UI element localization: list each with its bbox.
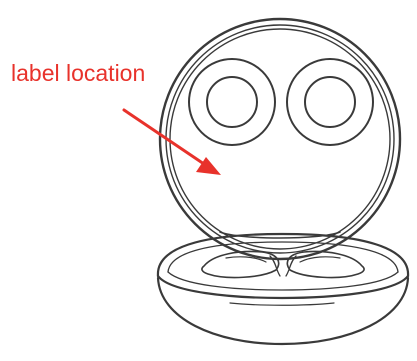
case-lid — [160, 19, 400, 259]
case-base-body — [158, 278, 408, 344]
case-base-rim — [158, 234, 408, 298]
right-earbud — [287, 252, 364, 278]
left-earbud — [202, 252, 279, 278]
right-earbud-recess — [287, 59, 373, 145]
label-location-text: label location — [11, 59, 145, 87]
left-earbud-recess — [189, 59, 275, 145]
